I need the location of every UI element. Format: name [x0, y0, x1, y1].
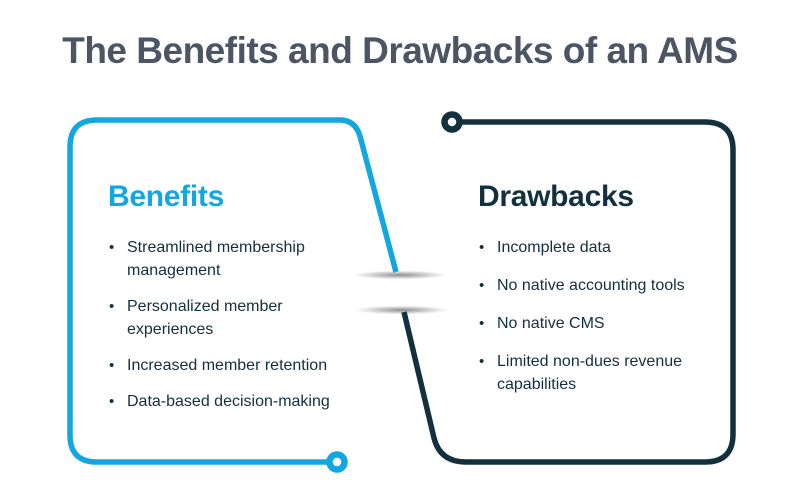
benefits-list: Streamlined membership management Person… — [108, 236, 340, 413]
drawbacks-list: Incomplete data No native accounting too… — [478, 236, 708, 396]
list-item: Streamlined membership management — [108, 236, 340, 282]
benefits-panel: Benefits Streamlined membership manageme… — [108, 180, 368, 426]
navy-ring-endpoint-icon — [441, 111, 463, 133]
drawbacks-panel: Drawbacks Incomplete data No native acco… — [478, 180, 738, 411]
list-item: Data-based decision-making — [108, 390, 340, 413]
drawbacks-panel-outline — [401, 119, 736, 465]
list-item: Incomplete data — [478, 236, 708, 259]
benefits-heading: Benefits — [108, 180, 224, 213]
page-title: The Benefits and Drawbacks of an AMS — [62, 30, 738, 71]
list-item: Increased member retention — [108, 354, 340, 377]
list-item: No native CMS — [478, 312, 708, 335]
benefits-panel-outline — [67, 117, 399, 465]
junction-shadow-bottom — [354, 305, 450, 315]
list-item: Limited non-dues revenue capabilities — [478, 350, 708, 396]
list-item: No native accounting tools — [478, 274, 708, 297]
list-item: Personalized member experiences — [108, 295, 340, 341]
cyan-ring-endpoint-icon — [326, 451, 348, 473]
junction-shadow-top — [352, 270, 448, 280]
drawbacks-heading: Drawbacks — [478, 180, 634, 213]
